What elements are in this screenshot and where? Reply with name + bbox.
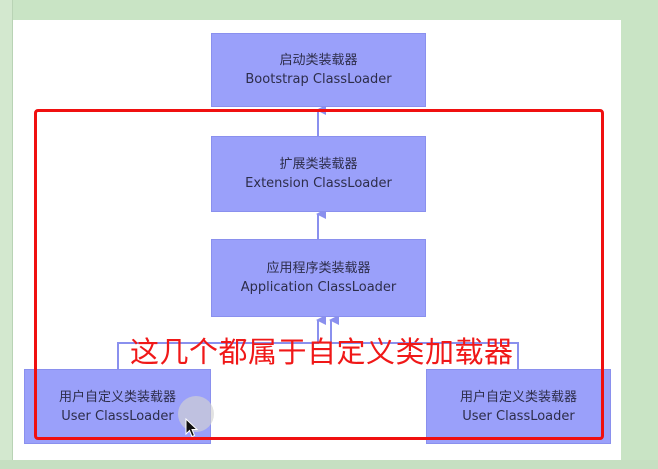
extension-label-zh: 扩展类装载器: [279, 157, 358, 172]
user-right-label-zh: 用户自定义类装载器: [459, 389, 577, 405]
user-left-label-zh: 用户自定义类装载器: [58, 389, 176, 405]
extension-label-en: Extension ClassLoader: [245, 176, 392, 191]
application-label-zh: 应用程序类装载器: [266, 261, 371, 276]
extension-classloader-node: 扩展类装载器 Extension ClassLoader: [211, 136, 426, 212]
user-left-label-en: User ClassLoader: [61, 408, 174, 424]
bottom-strip: [0, 460, 658, 469]
left-margin-strip: [0, 0, 13, 469]
annotation-text: 这几个都属于自定义类加载器: [130, 335, 514, 369]
bootstrap-classloader-node: 启动类装载器 Bootstrap ClassLoader: [211, 33, 426, 107]
user-right-label-en: User ClassLoader: [462, 408, 575, 424]
cursor-highlight-halo: [178, 396, 214, 432]
application-label-en: Application ClassLoader: [240, 280, 397, 295]
bootstrap-label-zh: 启动类装载器: [279, 53, 358, 68]
user-classloader-node-right: 用户自定义类装载器 User ClassLoader: [426, 369, 611, 444]
bootstrap-label-en: Bootstrap ClassLoader: [245, 72, 392, 87]
highlight-rectangle: [34, 109, 604, 440]
mouse-pointer-icon: [185, 418, 199, 438]
application-classloader-node: 应用程序类装载器 Application ClassLoader: [211, 239, 426, 317]
